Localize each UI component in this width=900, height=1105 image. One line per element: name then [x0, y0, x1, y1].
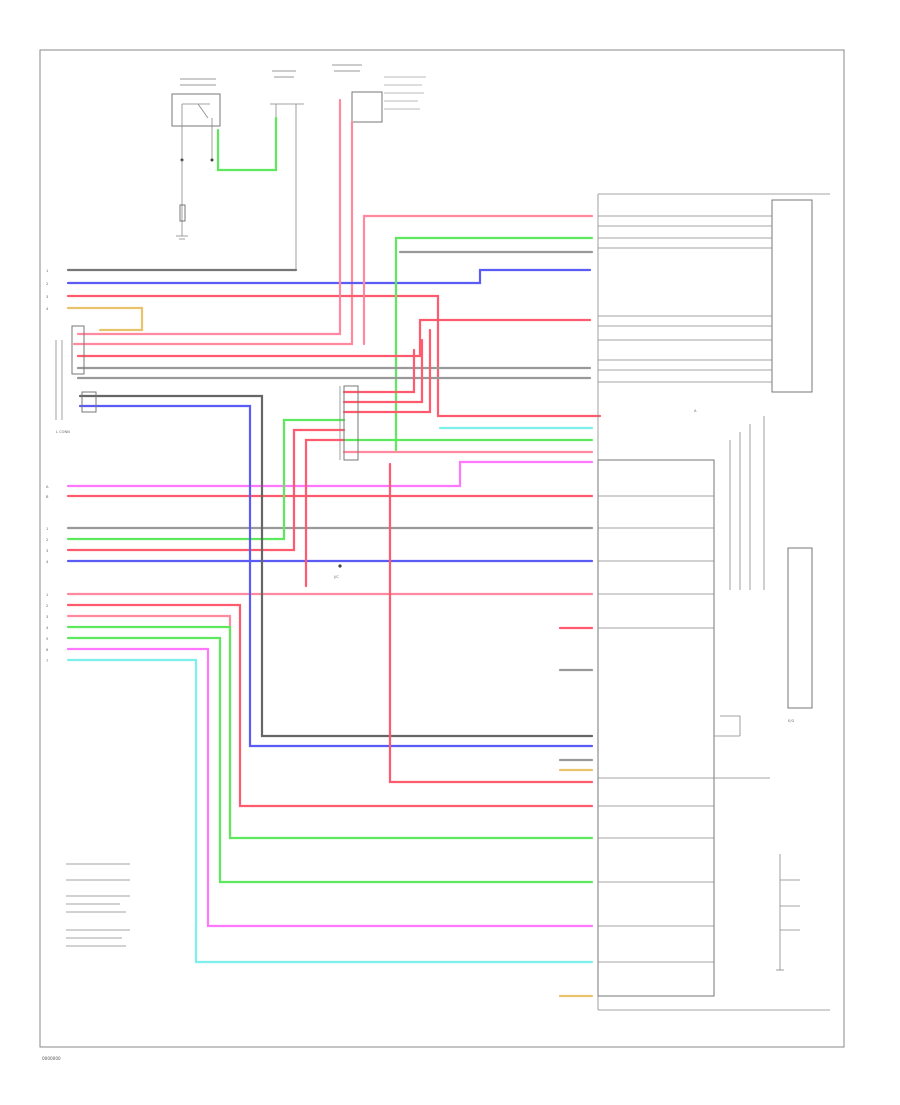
top-left-switch-component — [171, 78, 221, 240]
footer-code: 0000000 — [42, 1056, 61, 1061]
svg-text:J/C: J/C — [333, 575, 339, 579]
svg-text:4: 4 — [46, 626, 49, 630]
top-middle-connector — [270, 70, 304, 270]
svg-text:6: 6 — [46, 648, 49, 652]
svg-text:1: 1 — [46, 593, 48, 597]
left-connector-block: L CONN — [55, 325, 97, 434]
svg-text:7: 7 — [46, 659, 48, 663]
svg-text:3: 3 — [46, 615, 48, 619]
diagram-frame — [39, 49, 845, 1048]
svg-text:3: 3 — [46, 295, 48, 299]
svg-text:1: 1 — [46, 527, 48, 531]
svg-text:2: 2 — [46, 282, 48, 286]
left-pin-labels: 1 2 3 4 A B 1 2 3 4 1 2 3 4 5 6 7 — [46, 269, 49, 663]
svg-text:2: 2 — [46, 604, 48, 608]
svg-text:E/G: E/G — [788, 719, 794, 723]
svg-text:4: 4 — [46, 560, 49, 564]
right-lower-module: E/G — [787, 547, 813, 723]
svg-text:3: 3 — [46, 549, 48, 553]
svg-text:B: B — [46, 495, 49, 499]
svg-text:4: 4 — [46, 307, 49, 311]
svg-text:A: A — [46, 485, 49, 489]
svg-text:2: 2 — [46, 538, 48, 542]
wire-pink-main — [72, 120, 354, 346]
middle-splice-block: J/C — [333, 385, 359, 579]
svg-text:1: 1 — [46, 269, 48, 273]
wire-green-top — [216, 116, 278, 172]
svg-text:A: A — [694, 409, 697, 413]
svg-text:5: 5 — [46, 637, 48, 641]
top-right-unit — [332, 64, 426, 123]
ground-connector — [776, 854, 800, 971]
svg-text:L CONN: L CONN — [56, 430, 70, 434]
right-main-module: A — [597, 193, 830, 1011]
legend-block — [66, 863, 130, 947]
